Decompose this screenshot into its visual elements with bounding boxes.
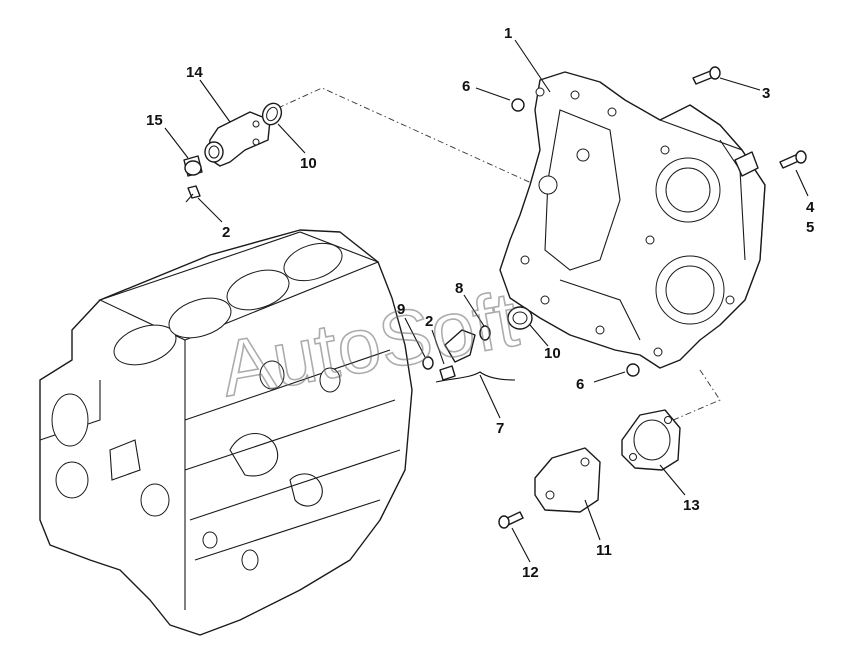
callout-2-middle: 2 <box>425 313 433 330</box>
callout-4: 4 <box>806 199 815 216</box>
water-outlet-pipe <box>204 111 271 167</box>
callout-11: 11 <box>596 542 612 559</box>
threaded-plug <box>183 155 203 177</box>
callout-7: 7 <box>496 420 504 437</box>
gasket <box>621 409 681 471</box>
callout-1: 1 <box>504 25 512 42</box>
callout-6-top: 6 <box>462 78 470 95</box>
engine-block <box>39 229 413 636</box>
callout-5: 5 <box>806 219 814 236</box>
callout-10-right: 10 <box>544 345 561 362</box>
callout-8: 8 <box>455 280 463 297</box>
callout-2-left: 2 <box>222 224 230 241</box>
callout-6-bottom: 6 <box>576 376 584 393</box>
callout-15: 15 <box>146 112 163 129</box>
sensor-assembly <box>422 325 491 381</box>
screw-4 <box>779 150 807 169</box>
cover-plate <box>534 447 601 513</box>
callout-9: 9 <box>397 301 405 318</box>
callout-3: 3 <box>762 85 770 102</box>
callout-10-top: 10 <box>300 155 317 172</box>
screw-12 <box>498 511 524 529</box>
callout-13: 13 <box>683 497 700 514</box>
front-oil-seal <box>507 306 533 330</box>
callout-12: 12 <box>522 564 539 581</box>
callout-numbers: 1 6 3 4 5 14 15 10 2 9 2 8 10 6 7 13 11 … <box>146 25 815 581</box>
callout-14: 14 <box>186 64 203 81</box>
timing-cover-housing <box>499 71 766 369</box>
nut-6-bottom <box>626 363 640 377</box>
nut-6-top <box>511 98 525 112</box>
leader-lines <box>164 39 809 563</box>
screw-left <box>185 185 201 203</box>
o-ring-top <box>261 102 283 126</box>
screw-3 <box>692 66 721 85</box>
